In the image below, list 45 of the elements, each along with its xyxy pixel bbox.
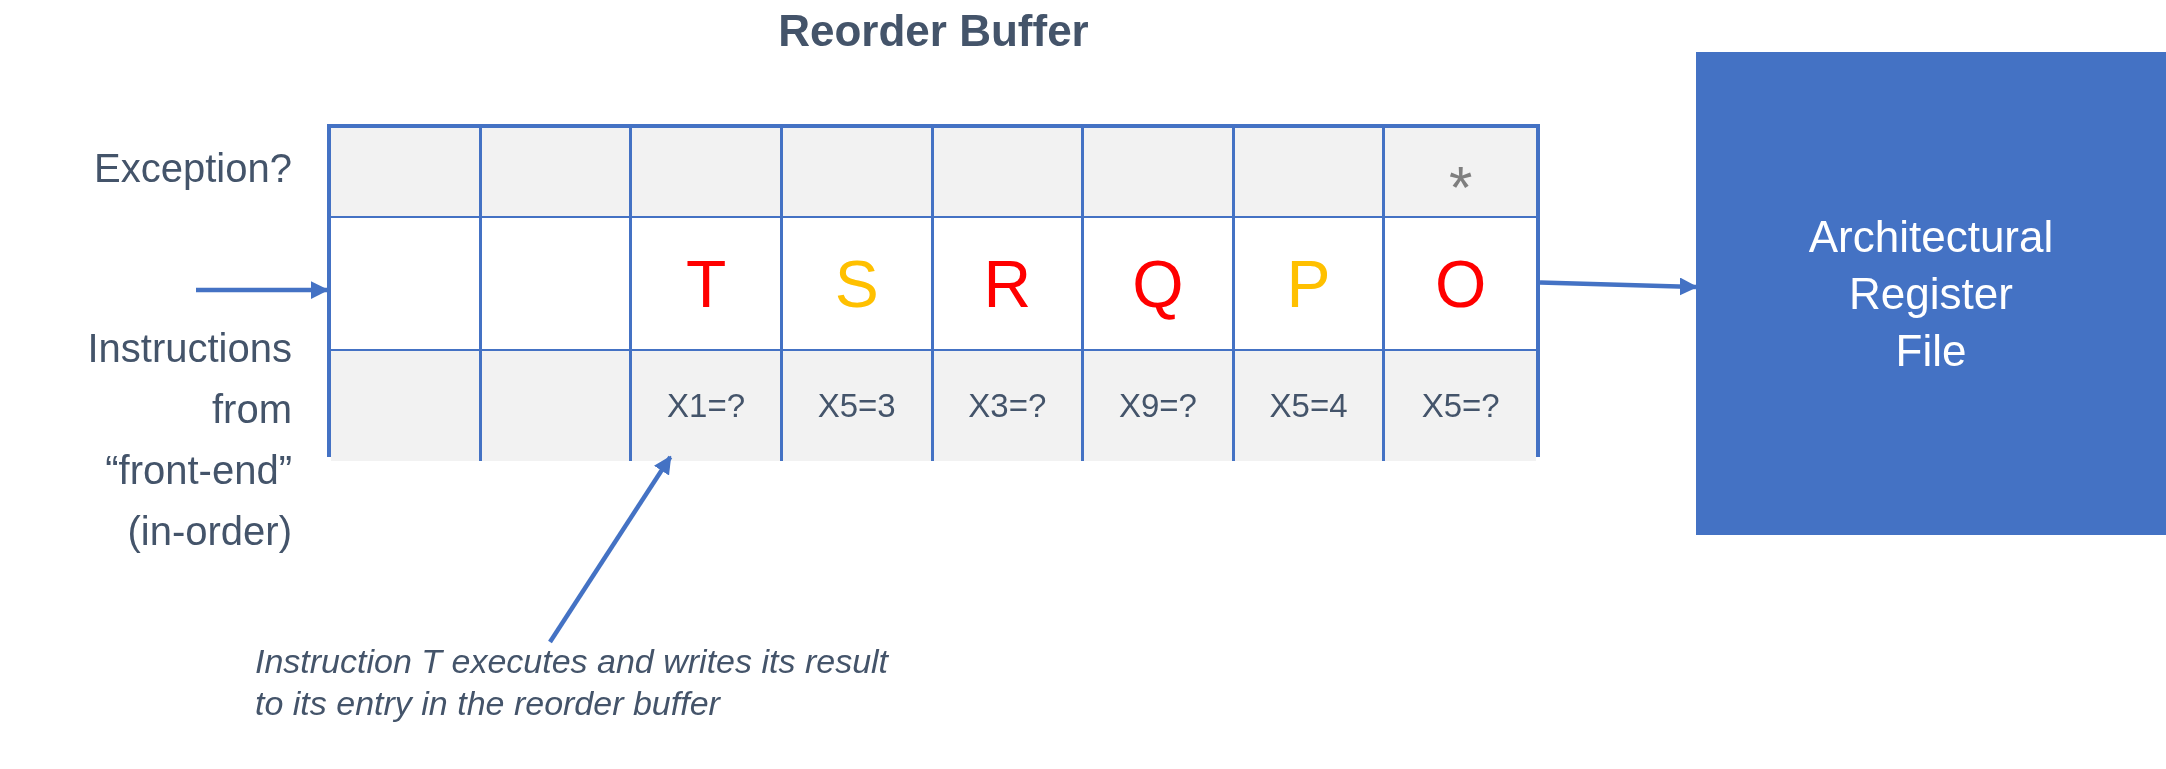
instruction-letter: Q (1132, 245, 1184, 322)
table-title: Reorder Buffer (777, 6, 1090, 56)
buffer-cell (1234, 128, 1386, 218)
arrow (1539, 277, 1698, 296)
buffer-cell (1234, 351, 1386, 461)
buffer-cell (933, 351, 1085, 461)
buffer-cell (331, 218, 482, 351)
register-file-label: Architectural Register File (1808, 210, 2054, 378)
register-value: X5=? (1421, 387, 1500, 425)
instruction-letter: S (834, 245, 879, 322)
arrow (548, 455, 673, 644)
instruction-letter: P (1286, 245, 1331, 322)
register-value: X3=? (968, 387, 1047, 425)
register-file-box (1696, 52, 2166, 535)
register-value: X1=? (667, 387, 746, 425)
input-label: Instructions from “front-end” (in-order) (87, 325, 292, 555)
buffer-cell (331, 351, 482, 461)
buffer-cell (481, 128, 633, 218)
buffer-cell (1084, 351, 1235, 461)
buffer-cell (1234, 218, 1386, 351)
instruction-letter: O (1435, 245, 1487, 322)
register-value: X5=3 (817, 387, 896, 425)
register-value: X9=? (1118, 387, 1197, 425)
buffer-cell (481, 351, 633, 461)
buffer-cell (1385, 351, 1536, 461)
annotation-text: Instruction T executes and writes its result to its entry in the reorder buffer (255, 640, 895, 724)
buffer-cell (1385, 128, 1536, 218)
exception-mark: * (1449, 152, 1473, 222)
register-value: X5=4 (1269, 387, 1348, 425)
buffer-cell (933, 218, 1085, 351)
instruction-letter: R (983, 245, 1032, 322)
buffer-cell (782, 128, 934, 218)
buffer-cell (782, 351, 934, 461)
buffer-cell (331, 128, 482, 218)
arrow (196, 281, 329, 300)
buffer-cell (632, 351, 783, 461)
buffer-cell (933, 128, 1085, 218)
buffer-cell (632, 218, 783, 351)
buffer-cell (481, 218, 633, 351)
row-label: Exception? (93, 145, 292, 192)
buffer-cell (1084, 218, 1235, 351)
buffer-cell (782, 218, 934, 351)
instruction-letter: T (685, 245, 727, 322)
buffer-cell (632, 128, 783, 218)
buffer-cell (1084, 128, 1235, 218)
